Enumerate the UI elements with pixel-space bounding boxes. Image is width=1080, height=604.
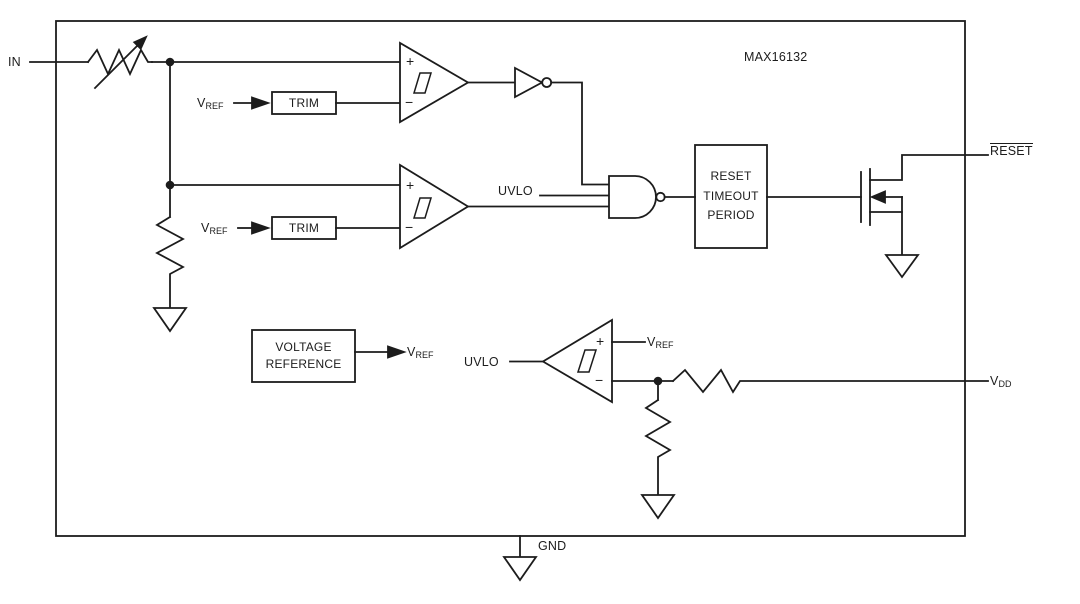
reset-timeout-line3: PERIOD xyxy=(707,208,755,223)
uvlo-comparator-minus: − xyxy=(595,372,604,388)
trim-text: TRIM xyxy=(288,96,320,110)
nand-output-bubble xyxy=(655,191,666,203)
vref-base: V xyxy=(647,335,656,349)
vref-sub: REF xyxy=(209,226,228,236)
vref-label-1: VREF xyxy=(197,96,224,111)
vref-arrowhead xyxy=(251,96,271,110)
chip-boundary xyxy=(55,20,966,537)
mosfet-drain-wire xyxy=(869,154,989,181)
vref-base: V xyxy=(201,221,210,235)
ground-symbol xyxy=(884,254,920,279)
vref-label-output: VREF xyxy=(407,345,434,360)
mosfet xyxy=(860,154,989,279)
uvlo-label-output: UVLO xyxy=(464,355,499,369)
uvlo-comparator xyxy=(509,318,989,520)
voltage-reference-line2: REFERENCE xyxy=(265,357,342,371)
voltage-reference-label: VOLTAGE REFERENCE xyxy=(252,330,355,382)
vref-base: V xyxy=(407,345,416,359)
vref-sub: REF xyxy=(205,101,224,111)
nand-body xyxy=(608,175,657,219)
reset-timeout-line1: RESET xyxy=(710,169,752,184)
vref-output-arrowhead xyxy=(387,345,407,359)
nand-gate xyxy=(608,175,696,219)
input-network xyxy=(29,35,401,333)
uvlo-label-nand: UVLO xyxy=(498,184,533,198)
hysteresis-glyph xyxy=(576,349,598,373)
in-text: IN xyxy=(8,55,21,69)
voltage-reference-box xyxy=(251,329,356,383)
hysteresis-glyph xyxy=(412,72,433,94)
vref-arrowhead xyxy=(251,221,271,235)
trim-label-1: TRIM xyxy=(272,92,336,114)
vref-sub: REF xyxy=(415,350,434,360)
variable-resistor xyxy=(86,47,153,77)
inverter-bubble xyxy=(541,77,553,88)
inverter-body xyxy=(514,66,544,99)
comparator-2-minus: − xyxy=(405,219,414,235)
reset-timeout-line2: TIMEOUT xyxy=(703,188,759,203)
ground-symbol xyxy=(152,307,188,333)
mosfet-body-arrowhead xyxy=(869,190,886,204)
comparator-1 xyxy=(399,41,516,124)
vdd-sub: DD xyxy=(998,379,1012,389)
vdd-divider-resistor xyxy=(644,380,672,496)
uvlo-comparator-body xyxy=(541,318,613,404)
ground-symbol xyxy=(502,556,538,582)
vref-label-uvlo-comp: VREF xyxy=(647,335,674,350)
trim-path-2 xyxy=(237,216,401,240)
trim-text: TRIM xyxy=(288,221,320,235)
reset-timeout-label: RESET TIMEOUT PERIOD xyxy=(695,145,767,248)
vref-base: V xyxy=(197,96,206,110)
comparator-1-body xyxy=(399,41,470,124)
vref-label-2: VREF xyxy=(201,221,228,236)
vdd-sense-resistor xyxy=(671,368,989,394)
comparator-2-body xyxy=(399,163,470,250)
comparator-1-plus: + xyxy=(406,53,415,69)
pin-label-in: IN xyxy=(8,55,21,69)
voltage-reference xyxy=(251,329,407,383)
gnd-pin xyxy=(502,535,538,582)
trim-label-2: TRIM xyxy=(272,217,336,239)
variable-resistor-arrowhead xyxy=(132,35,148,51)
pin-label-vdd: VDD xyxy=(990,374,1012,389)
ground-symbol xyxy=(640,494,676,520)
vref-sub: REF xyxy=(655,340,674,350)
inverter-to-nand-wire xyxy=(550,81,610,186)
pin-label-reset: RESET xyxy=(990,143,1033,158)
voltage-reference-line1: VOLTAGE xyxy=(275,340,332,354)
uvlo-comparator-plus: + xyxy=(596,333,605,349)
comparator-2 xyxy=(399,163,610,250)
hysteresis-glyph xyxy=(412,197,433,219)
pin-label-gnd: GND xyxy=(538,539,567,553)
trim-path-1 xyxy=(233,91,401,115)
inverter xyxy=(514,66,610,186)
reset-overline-text: RESET xyxy=(990,143,1033,158)
part-number-label: MAX16132 xyxy=(744,50,808,64)
vdd-base: V xyxy=(990,374,999,388)
divider-resistor xyxy=(155,184,185,309)
comparator-1-minus: − xyxy=(405,94,414,110)
comparator-2-plus: + xyxy=(406,177,415,193)
variable-resistor-arrow xyxy=(93,43,140,90)
